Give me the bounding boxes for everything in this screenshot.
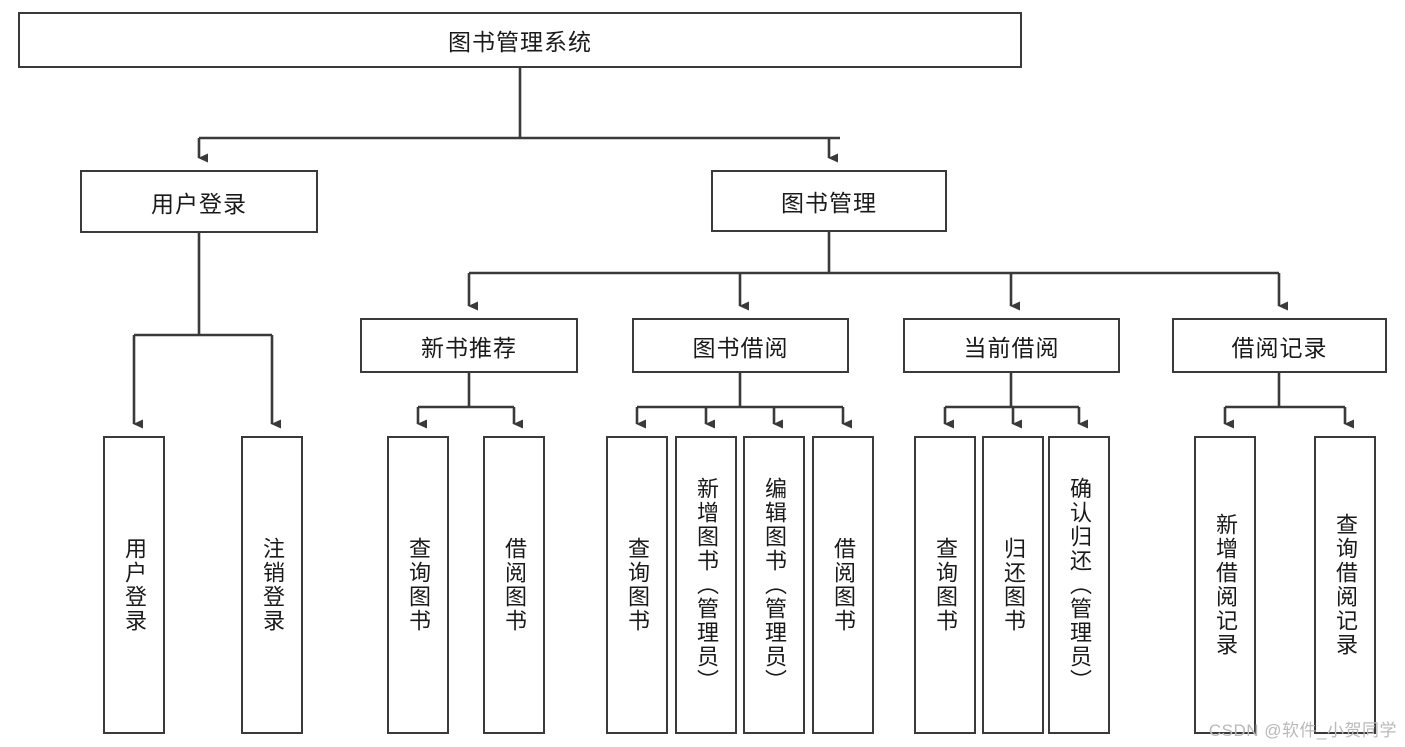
node-label: 用户登录: [151, 190, 247, 217]
node-book-borrow[interactable]: 图书借阅: [632, 318, 849, 373]
leaf-return-book[interactable]: 归还图书: [982, 436, 1044, 734]
new-book-rec-to-leaves-links: [416, 373, 523, 429]
node-label: 注销登录: [260, 537, 285, 633]
leaf-add-borrow-record[interactable]: 新增借阅记录: [1194, 436, 1256, 734]
node-label: 当前借阅: [963, 334, 1060, 361]
leaf-add-book-admin[interactable]: 新增图书（管理员）: [675, 436, 737, 734]
book-manage-to-level3-links: [467, 232, 1288, 311]
node-label: 借阅记录: [1231, 334, 1328, 361]
leaf-borrow-book[interactable]: 借阅图书: [812, 436, 874, 734]
node-borrow-record[interactable]: 借阅记录: [1172, 318, 1387, 373]
leaf-query-borrow-record[interactable]: 查询借阅记录: [1314, 436, 1376, 734]
current-borrow-to-leaves-links: [943, 373, 1088, 429]
node-current-borrow[interactable]: 当前借阅: [903, 318, 1120, 373]
user-login-to-leaves-links: [132, 233, 281, 429]
node-label: 图书借阅: [692, 334, 789, 361]
node-label: 查询借阅记录: [1333, 513, 1358, 657]
node-label: 用户登录: [122, 537, 147, 633]
leaf-user-logout[interactable]: 注销登录: [241, 436, 303, 734]
leaf-borrow-book-new-book[interactable]: 借阅图书: [483, 436, 545, 734]
root-to-level2-links: [197, 68, 840, 163]
node-label: 查询图书: [933, 537, 958, 633]
borrow-record-to-leaves-links: [1223, 373, 1354, 429]
book-borrow-to-leaves-links: [635, 373, 852, 429]
node-new-book-recommend[interactable]: 新书推荐: [360, 318, 578, 373]
node-label: 新增图书（管理员）: [694, 477, 719, 693]
node-label: 图书管理系统: [448, 29, 592, 55]
node-label: 借阅图书: [831, 537, 856, 633]
node-label: 新书推荐: [421, 334, 517, 361]
leaf-user-login[interactable]: 用户登录: [103, 436, 165, 734]
node-label: 归还图书: [1001, 537, 1026, 633]
watermark-text: CSDN @软件_小贺同学: [1208, 721, 1397, 740]
leaf-edit-book-admin[interactable]: 编辑图书（管理员）: [743, 436, 805, 734]
node-label: 编辑图书（管理员）: [762, 477, 787, 693]
node-label: 查询图书: [625, 537, 650, 633]
node-label: 确认归还（管理员）: [1067, 477, 1092, 693]
node-label: 查询图书: [406, 537, 431, 633]
leaf-query-book-new-book[interactable]: 查询图书: [387, 436, 449, 734]
node-label: 新增借阅记录: [1213, 513, 1238, 657]
node-book-management[interactable]: 图书管理: [711, 170, 947, 232]
node-label: 借阅图书: [502, 537, 527, 633]
node-user-login[interactable]: 用户登录: [80, 170, 318, 233]
leaf-query-book-borrow[interactable]: 查询图书: [606, 436, 668, 734]
leaf-query-book-current[interactable]: 查询图书: [914, 436, 976, 734]
leaf-confirm-return-admin[interactable]: 确认归还（管理员）: [1048, 436, 1110, 734]
node-label: 图书管理: [781, 190, 877, 216]
node-root-book-management-system[interactable]: 图书管理系统: [18, 12, 1022, 68]
